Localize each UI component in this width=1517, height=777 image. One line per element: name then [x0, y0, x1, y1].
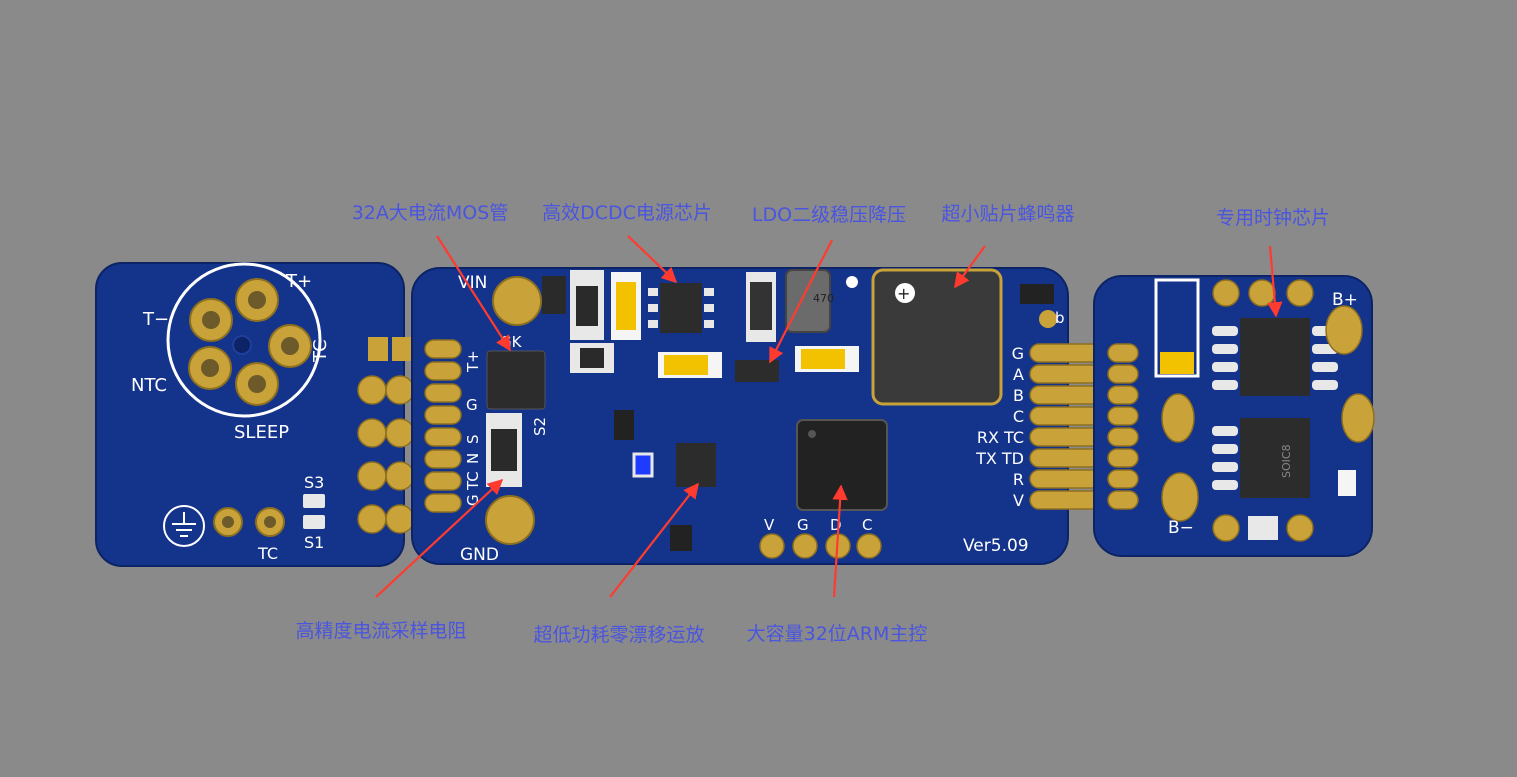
mos-chip [486, 350, 546, 410]
callout-opamp: 超低功耗零漂移运放 [533, 624, 705, 646]
svg-text:+: + [897, 284, 910, 303]
pin-label-g: G [1012, 344, 1024, 363]
bottom-pin-v: V [764, 516, 775, 534]
left-header-pads [424, 339, 462, 513]
right-board: SOIC8 [1093, 275, 1375, 557]
buzzer [871, 268, 1003, 406]
pin-label-b: B [1013, 386, 1024, 405]
dcdc-chip [660, 283, 702, 333]
silk-tc-connector: TC [310, 339, 331, 363]
callout-arrows [375, 235, 1283, 598]
pin-label-v: V [1013, 491, 1024, 510]
silk-tc-bottom: TC [257, 544, 278, 563]
pin-label-a: A [1013, 365, 1024, 384]
silk-vin: VIN [458, 273, 487, 293]
soic8-label: SOIC8 [1280, 444, 1293, 478]
pin-label-rx-tc: RX TC [977, 428, 1024, 447]
arrow-clock [1267, 245, 1283, 318]
silk-g-mid: G [466, 396, 478, 414]
ground-symbol [163, 505, 205, 547]
arrow-opamp [609, 482, 699, 598]
inductor-mark: 470 [813, 292, 834, 305]
led-blue [632, 452, 654, 478]
callout-clock: 专用时钟芯片 [1215, 207, 1331, 229]
arrow-dcdc [627, 235, 678, 284]
right-header-pads [1029, 343, 1103, 510]
soic8-chip [1240, 418, 1310, 498]
inductor [785, 269, 831, 333]
silk-ntc: NTC [131, 375, 167, 396]
callout-mos: 32A大电流MOS管 [351, 202, 509, 224]
arrow-buzzer [954, 245, 986, 289]
silk-g-mid-2: G [464, 494, 482, 506]
silk-s-mid: S [464, 434, 482, 444]
arrow-arm [832, 484, 848, 598]
silk-n-mid: N [464, 453, 482, 464]
bottom-pin-c: C [862, 516, 872, 534]
bottom-pads [759, 533, 882, 559]
silk-gnd: GND [460, 545, 499, 565]
callout-arm: 大容量32位ARM主控 [746, 623, 928, 645]
silk-b-corner: b [1055, 309, 1065, 327]
silk-s3: S3 [304, 473, 324, 492]
gnd-pad [485, 495, 535, 545]
pin-label-r: R [1013, 470, 1024, 489]
silk-tc-mid: TC [464, 471, 482, 491]
left-board [95, 262, 415, 567]
callout-buzzer: 超小贴片蜂鸣器 [941, 203, 1075, 225]
vin-pad [492, 276, 542, 326]
arm-chip [796, 419, 888, 511]
silk-gk: GK [500, 333, 523, 351]
callout-dcdc: 高效DCDC电源芯片 [542, 202, 712, 224]
silk-t-plus: T+ [285, 271, 312, 292]
arrow-ldo [769, 239, 833, 364]
pin-label-tx-td: TX TD [975, 449, 1024, 468]
silk-s1: S1 [304, 533, 324, 552]
version-label: Ver5.09 [963, 536, 1029, 556]
silk-t-minus: T− [142, 309, 169, 330]
pin-label-c: C [1013, 407, 1024, 426]
left-board-pads [357, 375, 415, 534]
callout-resistor: 高精度电流采样电阻 [295, 620, 467, 642]
silk-t-plus-mid: T+ [464, 350, 482, 373]
bottom-pin-d: D [830, 516, 842, 534]
clock-chip [1240, 318, 1310, 396]
middle-board: 470 + [411, 267, 1103, 565]
callout-ldo: LDO二级稳压降压 [751, 204, 907, 226]
connector-ring [166, 262, 322, 418]
silk-b-minus: B− [1168, 518, 1194, 538]
silk-s2: S2 [531, 417, 549, 436]
opamp-chip [676, 443, 716, 487]
silk-b-plus: B+ [1332, 290, 1358, 310]
arrow-mos [436, 235, 511, 352]
arrow-resistor [375, 478, 504, 598]
silkscreen-labels: T+ T− TC NTC SLEEP S3 S1 TC VIN GND GK T… [131, 271, 1358, 565]
silk-sleep: SLEEP [234, 422, 289, 443]
bottom-pin-g: G [797, 516, 809, 534]
